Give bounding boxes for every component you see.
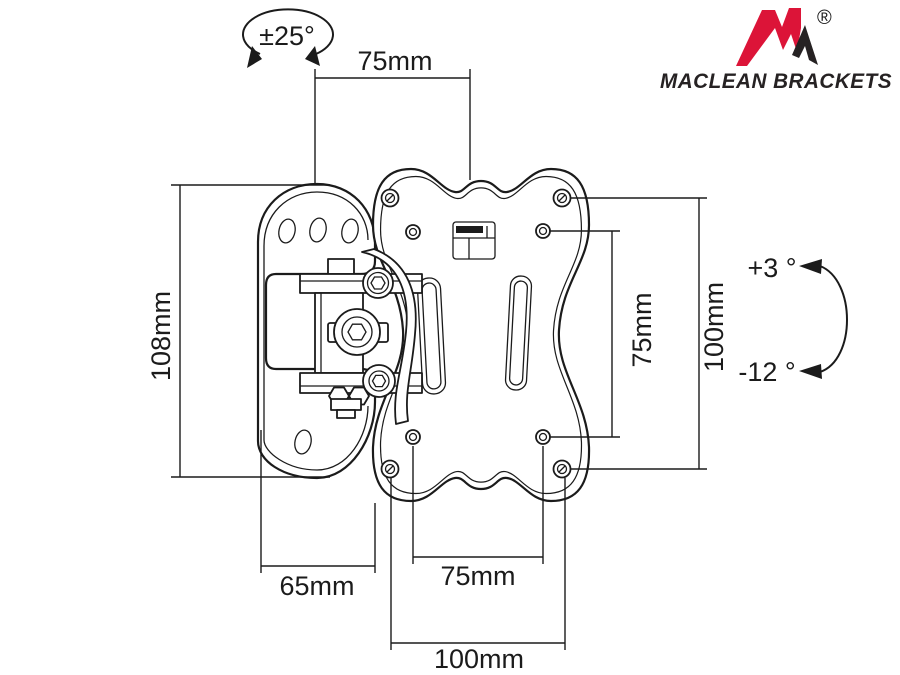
plate-height-dimension: 108mm (146, 184, 330, 478)
hinge-assembly-drawing (299, 248, 423, 425)
hinge-knob (327, 258, 355, 275)
vesa-horizontal-outer-dimension: 100mm (390, 478, 566, 674)
vesa-vertical-outer-dimension: 100mm (571, 197, 729, 470)
mount-slot (294, 429, 312, 455)
swivel-angle-label: ±25° (259, 21, 315, 51)
pivot-bolt-bottom (362, 364, 396, 398)
arm-depth-dimension: 65mm (260, 430, 376, 601)
vesa-slot-left (416, 277, 447, 395)
swivel-angle-annotation: ±25° (242, 8, 334, 68)
vesa-slot-right (504, 275, 533, 391)
mount-slot (309, 217, 327, 243)
tilt-down-angle-label: -12 ° (738, 357, 795, 387)
plate-height-dimension-label: 108mm (146, 291, 176, 381)
top-width-dimension-label: 75mm (357, 46, 432, 76)
tilt-arc-arrow-icon (799, 259, 848, 379)
pivot-bolt-top (362, 267, 394, 299)
vesa-vertical-inner-dimension-label: 75mm (627, 292, 657, 367)
maclean-m-icon (736, 8, 818, 66)
vesa-inner-holes (405, 223, 551, 445)
registered-trademark: ® (817, 7, 832, 29)
top-width-dimension: 75mm (314, 46, 471, 183)
maclean-logo: ® MACLEAN BRACKETS (660, 7, 892, 93)
mount-slot (341, 218, 359, 244)
vesa-corner-holes (380, 188, 572, 479)
vesa-horizontal-inner-dimension: 75mm (412, 446, 544, 591)
vesa-plate-drawing (371, 167, 591, 503)
vesa-vertical-outer-dimension-label: 100mm (699, 282, 729, 372)
mount-slot (278, 218, 296, 244)
vesa-horizontal-outer-dimension-label: 100mm (434, 644, 524, 674)
swivel-rotation-arrow-icon (242, 8, 334, 68)
vesa-horizontal-inner-dimension-label: 75mm (440, 561, 515, 591)
arm-depth-dimension-label: 65mm (279, 571, 354, 601)
dimension-annotations: 75mm 108mm 75mm 100mm 65mm (146, 46, 729, 674)
tilt-up-angle-label: +3 ° (747, 253, 796, 283)
arm-band (361, 248, 417, 425)
tilt-bolt-center (327, 308, 389, 356)
brand-name: MACLEAN BRACKETS (660, 70, 892, 93)
latch-clip (452, 221, 496, 260)
vesa-vertical-inner-dimension: 75mm (550, 230, 657, 438)
tilt-angle-annotation: +3 ° -12 ° (738, 253, 848, 387)
